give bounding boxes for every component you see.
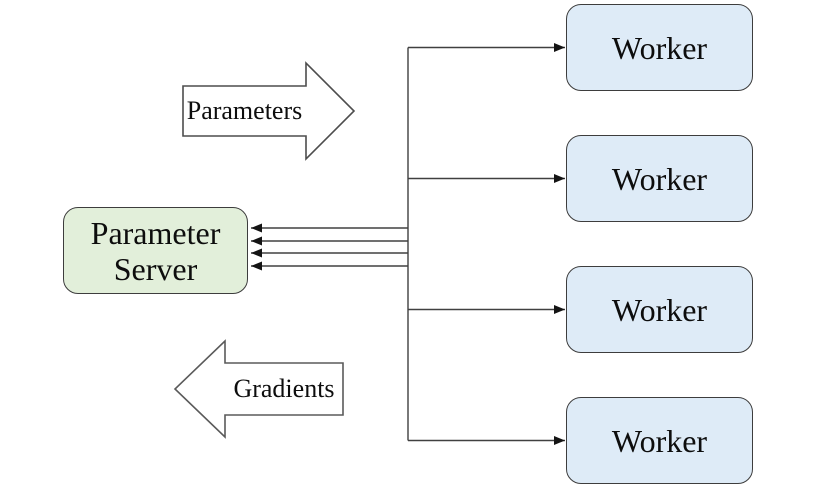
worker-node-4: Worker [566,397,753,484]
worker-node-3: Worker [566,266,753,353]
parameter-server-node: Parameter Server [63,207,248,294]
gradients-flow-label: Gradients [233,374,335,403]
worker-label: Worker [611,160,708,197]
block-arrow-right-icon [182,61,356,161]
parameter-server-label: Parameter Server [90,214,221,287]
worker-node-1: Worker [566,4,753,91]
worker-label: Worker [611,422,708,459]
worker-node-2: Worker [566,135,753,222]
worker-label: Worker [611,291,708,328]
parameters-flow-label: Parameters [186,96,303,125]
worker-label: Worker [611,29,708,66]
block-arrow-left-icon [173,339,344,439]
